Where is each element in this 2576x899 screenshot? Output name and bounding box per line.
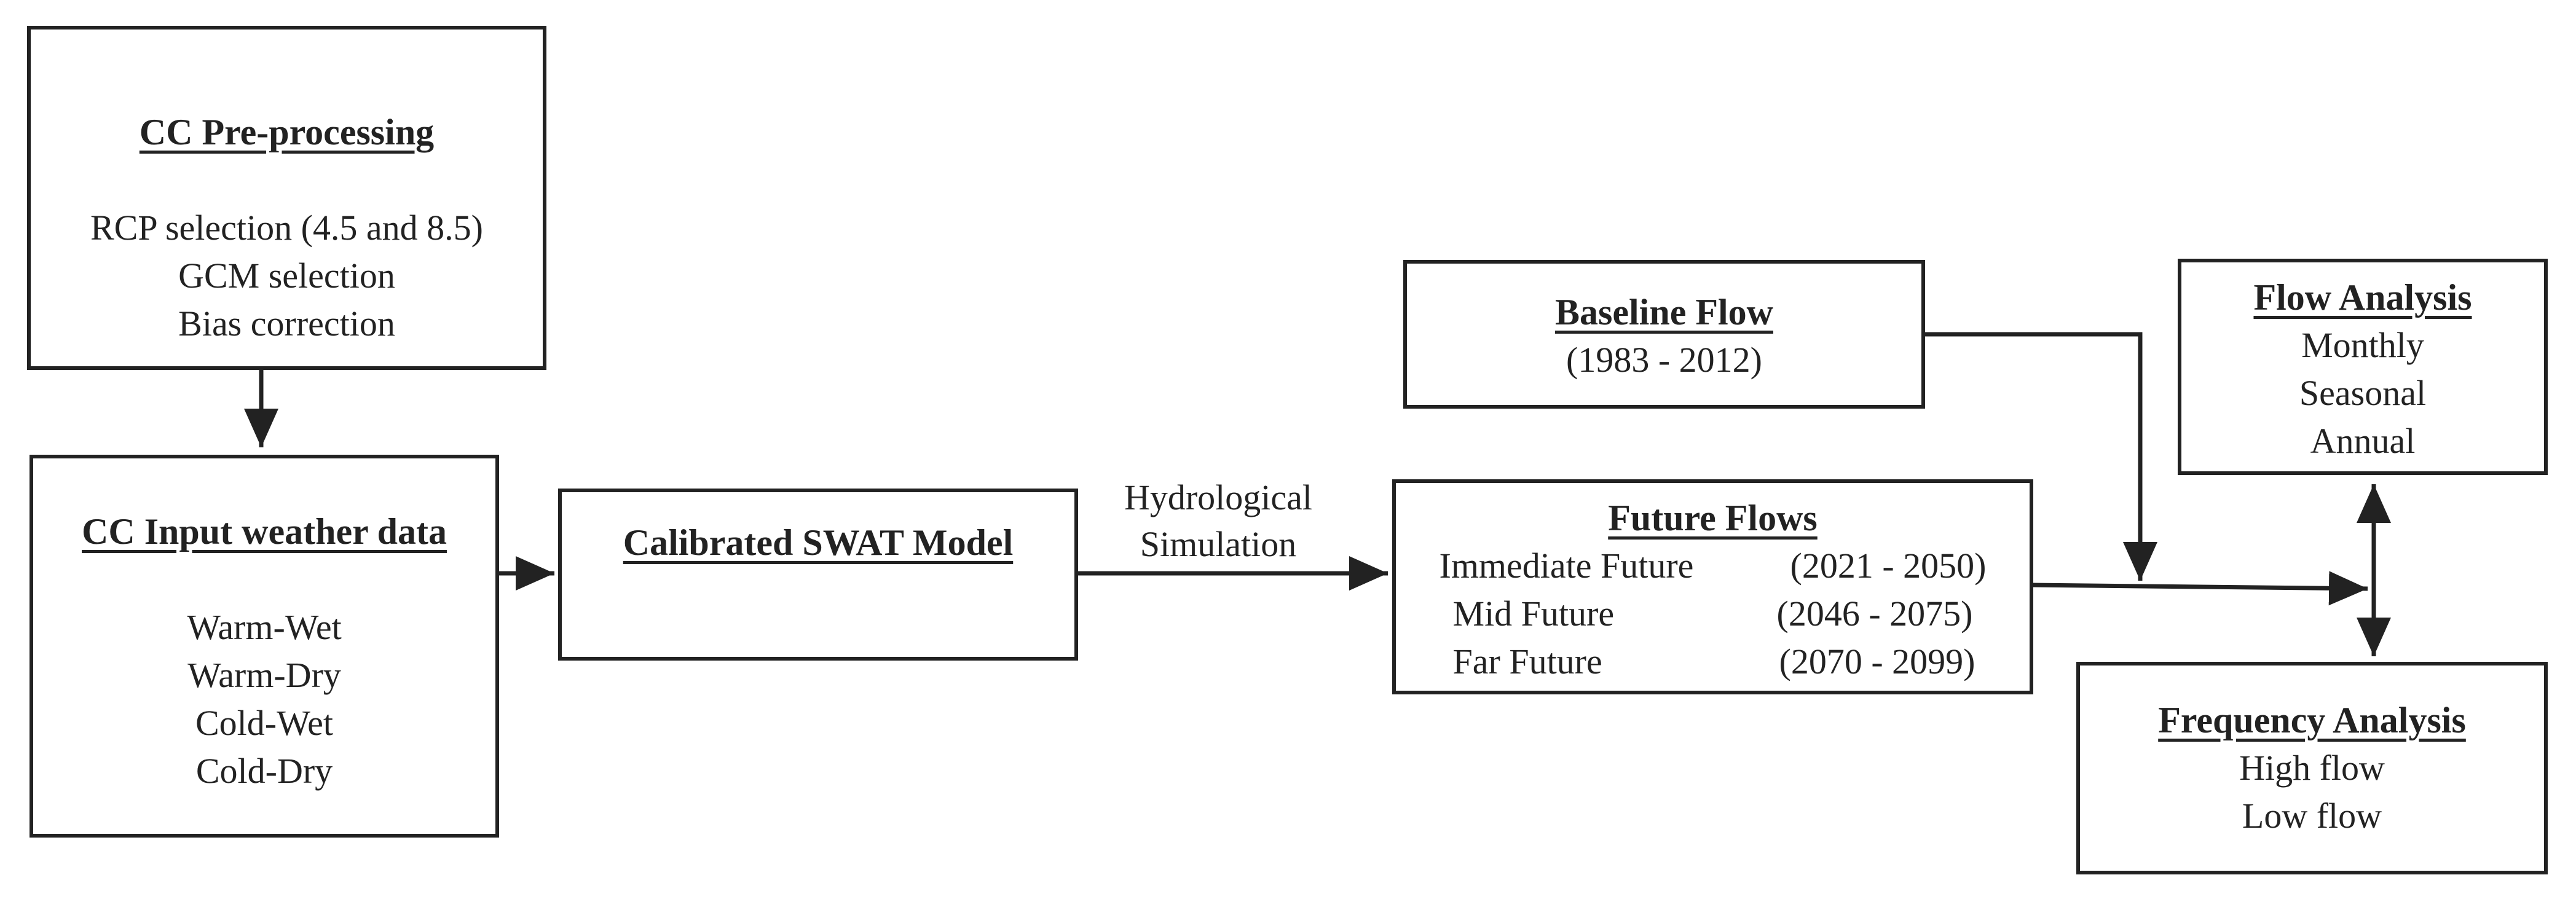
- frequency-analysis-box: Frequency Analysis High flow Low flow: [2076, 662, 2548, 874]
- frequency-analysis-line: High flow: [2239, 748, 2385, 788]
- input-weather-line: Cold-Dry: [195, 751, 333, 791]
- future-flows-row-name: Immediate Future: [1439, 546, 1694, 586]
- frequency-analysis-title: Frequency Analysis: [2158, 700, 2466, 740]
- preprocessing-title: CC Pre-processing: [139, 112, 435, 152]
- flow-analysis-line: Annual: [2310, 421, 2416, 461]
- flow-analysis-line: Seasonal: [2299, 373, 2427, 413]
- future-flows-row-name: Far Future: [1452, 642, 1602, 681]
- swat-model-title: Calibrated SWAT Model: [623, 522, 1014, 563]
- flow-analysis-line: Monthly: [2301, 325, 2424, 365]
- input-weather-line: Cold-Wet: [195, 703, 334, 743]
- input-weather-box: CC Input weather data Warm-Wet Warm-Dry …: [30, 455, 499, 838]
- baseline-flow-box: Baseline Flow (1983 - 2012): [1403, 260, 1925, 409]
- simulation-label-line: Simulation: [1140, 524, 1297, 564]
- future-flows-row: Mid Future (2046 - 2075): [1440, 590, 1987, 638]
- preprocessing-line: Bias correction: [178, 304, 395, 344]
- baseline-flow-period: (1983 - 2012): [1566, 340, 1762, 380]
- future-flows-row: Far Future (2070 - 2099): [1440, 638, 1987, 686]
- future-flows-row: Immediate Future (2021 - 2050): [1440, 542, 1987, 590]
- future-flows-row-period: (2046 - 2075): [1776, 594, 1973, 634]
- arrow-future-to-analysis: [2031, 571, 2368, 606]
- simulation-label: Hydrological Simulation: [1095, 474, 1341, 568]
- flow-analysis-box: Flow Analysis Monthly Seasonal Annual: [2178, 259, 2548, 475]
- preprocessing-line: GCM selection: [178, 256, 395, 296]
- flow-analysis-title: Flow Analysis: [2253, 277, 2472, 318]
- frequency-analysis-line: Low flow: [2242, 796, 2382, 836]
- baseline-flow-title: Baseline Flow: [1555, 292, 1773, 332]
- preprocessing-line: RCP selection (4.5 and 8.5): [90, 208, 483, 248]
- future-flows-row-period: (2021 - 2050): [1790, 546, 1987, 586]
- swat-model-box: Calibrated SWAT Model: [558, 489, 1078, 661]
- future-flows-title: Future Flows: [1608, 498, 1818, 538]
- input-weather-line: Warm-Dry: [187, 655, 341, 695]
- future-flows-row-name: Mid Future: [1452, 594, 1615, 634]
- input-weather-title: CC Input weather data: [82, 511, 447, 552]
- preprocessing-box: CC Pre-processing RCP selection (4.5 and…: [27, 26, 546, 370]
- input-weather-line: Warm-Wet: [187, 607, 342, 647]
- future-flows-box: Future Flows Immediate Future (2021 - 20…: [1392, 479, 2033, 694]
- simulation-label-line: Hydrological: [1124, 477, 1313, 517]
- arrow-baseline-to-junction: [1924, 332, 2157, 581]
- future-flows-row-period: (2070 - 2099): [1779, 642, 1975, 681]
